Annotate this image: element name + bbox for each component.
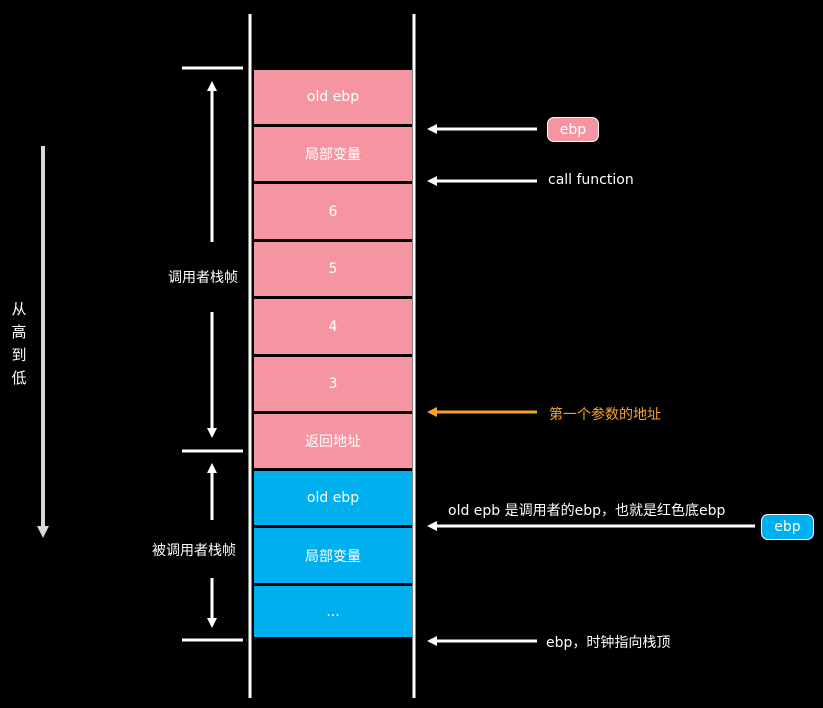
first-param-label: 第一个参数的地址 — [549, 407, 661, 423]
direction-char: 低 — [11, 369, 27, 387]
cell-label: 局部变量 — [305, 147, 361, 163]
call-function-label: call function — [548, 172, 634, 188]
old-ebp-note: old epb 是调用者的ebp，也就是红色底ebp — [448, 503, 726, 519]
caller-cell-return-address: 返回地址 — [254, 414, 412, 468]
cell-label: 5 — [328, 261, 338, 277]
caller-cell-old-ebp: old ebp — [254, 70, 412, 124]
cell-label: 4 — [328, 318, 338, 335]
cell-label: 返回地址 — [305, 434, 361, 450]
caller-cell-arg-3: 3 — [254, 357, 412, 411]
cell-label: 3 — [328, 376, 338, 392]
direction-char: 到 — [11, 346, 27, 364]
ebp-callee-badge: ebp — [761, 514, 814, 540]
direction-char: 高 — [11, 323, 27, 341]
cell-label: 局部变量 — [305, 548, 361, 565]
cell-label: 6 — [328, 203, 338, 220]
badge-label: ebp — [774, 519, 801, 535]
stack-top-label: ebp，时钟指向栈顶 — [546, 635, 671, 651]
direction-label: 从 高 到 低 — [10, 298, 28, 390]
direction-char: 从 — [11, 300, 27, 318]
ebp-caller-badge: ebp — [547, 117, 599, 142]
callee-cell-old-ebp: old ebp — [254, 471, 412, 525]
cell-label: ... — [326, 603, 340, 620]
cell-label: old ebp — [306, 89, 360, 105]
callee-cell-local-vars: 局部变量 — [254, 528, 412, 583]
caller-cell-arg-6: 6 — [254, 184, 412, 239]
caller-cell-local-vars: 局部变量 — [254, 127, 412, 181]
callee-cell-more: ... — [254, 586, 412, 637]
cell-label: old ebp — [306, 490, 360, 506]
caller-cell-arg-4: 4 — [254, 299, 412, 354]
callee-frame-label: 被调用者栈帧 — [152, 543, 236, 559]
badge-label: ebp — [559, 121, 587, 138]
caller-cell-arg-5: 5 — [254, 242, 412, 296]
caller-frame-label: 调用者栈帧 — [168, 270, 238, 286]
